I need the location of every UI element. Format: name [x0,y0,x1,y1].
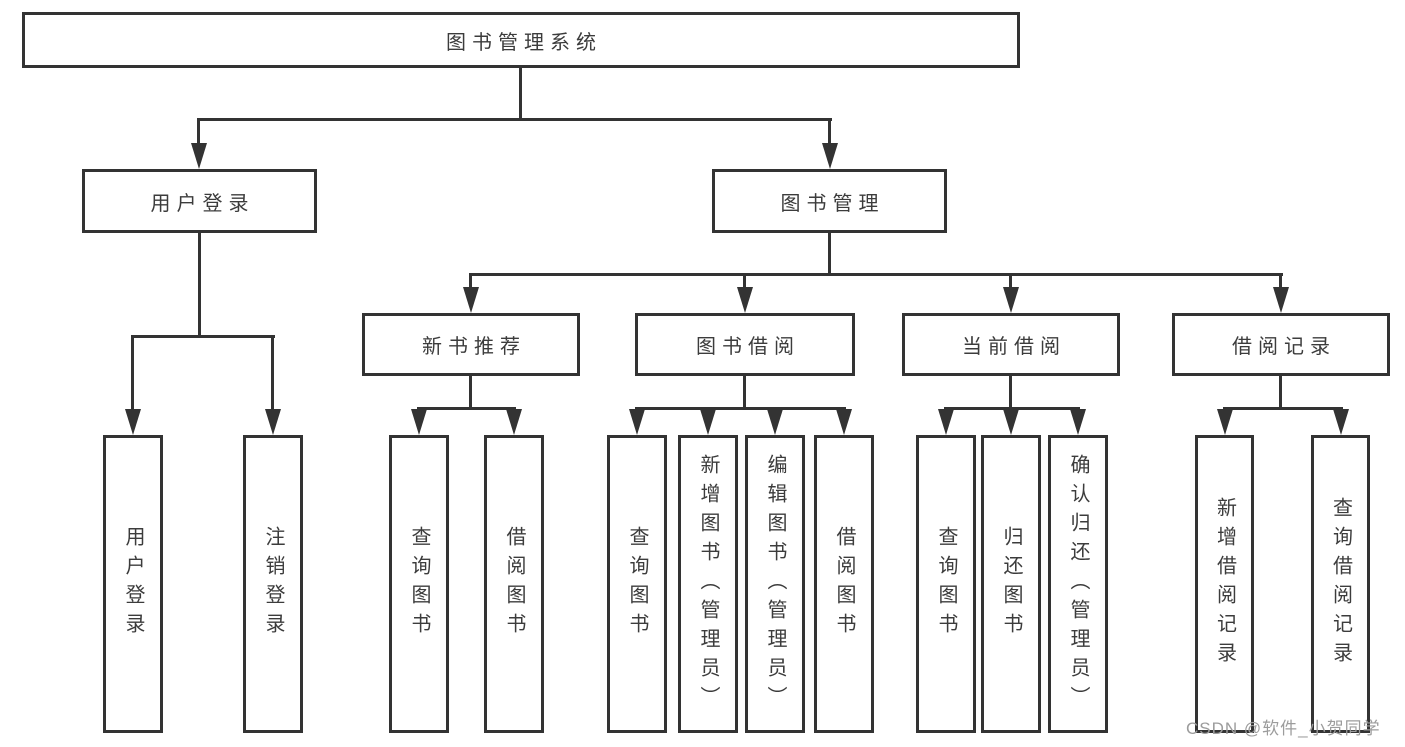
arrowhead-down-icon [506,409,522,435]
connector-vline [519,68,522,118]
arrowhead-down-icon [836,409,852,435]
arrowhead-down-icon [938,409,954,435]
connector-vline [469,376,472,407]
leaf-query-books-1: 查询图书 [389,435,449,733]
arrowhead-down-icon [1217,409,1233,435]
leaf-add-borrow-record: 新增借阅记录 [1195,435,1254,733]
node-book-borrowing: 图书借阅 [635,313,855,376]
arrowhead-down-icon [1333,409,1349,435]
node-label: 借阅记录 [1232,336,1336,358]
connector-vline [743,376,746,407]
leaf-query-books-2: 查询图书 [607,435,667,733]
connector-vline [743,273,746,289]
leaf-label: 归还图书 [1000,526,1022,642]
connector-vline [271,335,274,411]
leaf-label: 借阅图书 [503,526,525,642]
leaf-label: 查询图书 [408,526,430,642]
leaf-logout: 注销登录 [243,435,303,733]
arrowhead-down-icon [822,143,838,169]
node-label: 图书管理系统 [446,31,602,54]
node-user-login: 用户登录 [82,169,317,233]
leaf-label: 新增图书（管理员） [697,453,719,715]
node-current-borrowing: 当前借阅 [902,313,1120,376]
node-book-management: 图书管理 [712,169,947,233]
connector-vline [198,233,201,335]
arrowhead-down-icon [1273,287,1289,313]
arrowhead-down-icon [629,409,645,435]
leaf-query-borrow-record: 查询借阅记录 [1311,435,1370,733]
arrowhead-down-icon [1003,287,1019,313]
node-new-book-recommendation: 新书推荐 [362,313,580,376]
watermark: CSDN @软件_小贺同学 [1186,719,1381,738]
node-label: 新书推荐 [422,336,526,358]
connector-vline [828,118,831,145]
connector-vline [197,118,200,145]
arrowhead-down-icon [737,287,753,313]
node-label: 图书管理 [780,192,885,215]
arrowhead-down-icon [265,409,281,435]
arrowhead-down-icon [125,409,141,435]
arrowhead-down-icon [700,409,716,435]
arrowhead-down-icon [411,409,427,435]
connector-hline [469,273,1283,276]
leaf-label: 查询图书 [935,526,957,642]
connector-vline [469,273,472,289]
leaf-add-books-admin: 新增图书（管理员） [678,435,738,733]
arrowhead-down-icon [767,409,783,435]
connector-vline [1279,376,1282,407]
node-label: 用户登录 [150,192,255,215]
arrowhead-down-icon [1003,409,1019,435]
leaf-label: 用户登录 [122,526,144,642]
leaf-label: 借阅图书 [833,526,855,642]
leaf-edit-books-admin: 编辑图书（管理员） [745,435,805,733]
connector-hline [944,407,1080,410]
leaf-label: 查询图书 [626,526,648,642]
leaf-label: 注销登录 [262,526,284,642]
leaf-confirm-return-admin: 确认归还（管理员） [1048,435,1108,733]
node-borrowing-records: 借阅记录 [1172,313,1390,376]
node-label: 图书借阅 [696,336,800,358]
leaf-return-books: 归还图书 [981,435,1041,733]
connector-hline [417,407,516,410]
connector-vline [131,335,134,411]
arrowhead-down-icon [191,143,207,169]
leaf-label: 编辑图书（管理员） [764,453,786,715]
leaf-label: 确认归还（管理员） [1067,453,1089,715]
leaf-label: 查询借阅记录 [1329,497,1352,671]
connector-vline [828,233,831,273]
leaf-borrow-books-2: 借阅图书 [814,435,874,733]
node-label: 当前借阅 [962,336,1066,358]
connector-hline [131,335,275,338]
leaf-query-books-3: 查询图书 [916,435,976,733]
leaf-label: 新增借阅记录 [1213,497,1236,671]
connector-vline [1009,376,1012,407]
connector-hline [1223,407,1343,410]
connector-vline [1279,273,1282,289]
leaf-borrow-books-1: 借阅图书 [484,435,544,733]
connector-hline [197,118,832,121]
node-library-management-system: 图书管理系统 [22,12,1020,68]
leaf-user-login: 用户登录 [103,435,163,733]
arrowhead-down-icon [1070,409,1086,435]
connector-vline [1009,273,1012,289]
arrowhead-down-icon [463,287,479,313]
connector-hline [635,407,846,410]
